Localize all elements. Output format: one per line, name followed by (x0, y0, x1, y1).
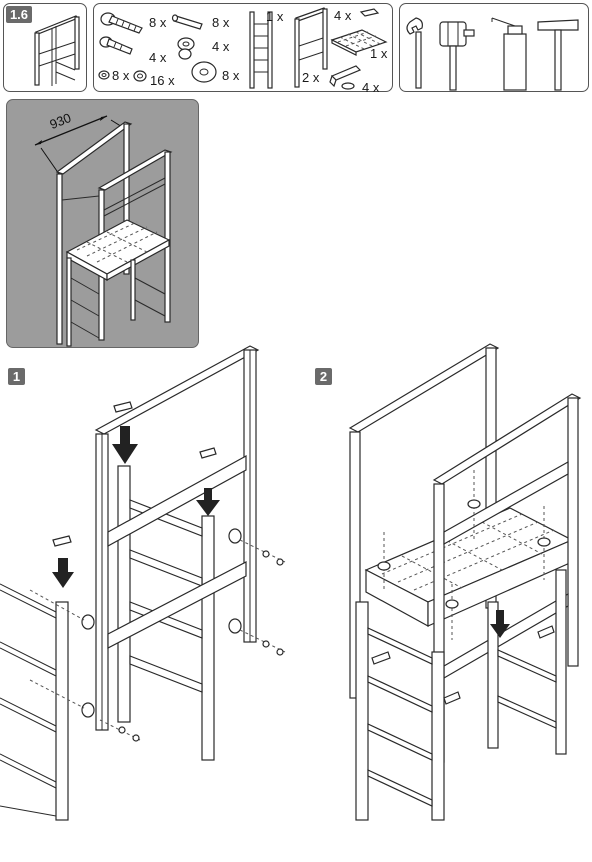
step-2-badge: 2 (315, 368, 332, 385)
step-1-frame (94, 345, 260, 731)
short-bolt-qty: 4 x (149, 50, 167, 65)
step-1-badge: 1 (8, 368, 25, 385)
caps-qty: 4 x (334, 8, 352, 23)
small-washer-icon (133, 70, 147, 82)
long-bolt-icon (100, 12, 143, 34)
railing-frame-icon (294, 7, 328, 88)
parts-illustrations: 8 x 4 x 8 x 16 x 8 x 4 x 8 x (98, 7, 388, 95)
clip-icon (341, 82, 355, 90)
clips-qty: 4 x (362, 80, 380, 95)
ladder-icon (249, 11, 273, 89)
step-2-fasteners (371, 470, 555, 705)
step-2-ladder-left (355, 601, 445, 821)
step-2-illustration (348, 343, 582, 821)
wrench-icon (406, 17, 423, 89)
short-bolt-icon (99, 36, 133, 55)
frame-thumbnail-panel: 1.6 (3, 3, 87, 92)
lock-nut-icon (177, 37, 195, 60)
spray-can-icon (491, 17, 527, 91)
long-bolt-qty: 8 x (149, 15, 167, 30)
step-1-arrows (112, 401, 220, 516)
parts-list-panel: 8 x 4 x 8 x 16 x 8 x 4 x 8 x (93, 3, 393, 95)
tools-panel (399, 3, 589, 92)
step-2-front-frame (432, 393, 582, 763)
step-2-back-frame (348, 343, 500, 699)
small-washer-qty: 16 x (150, 73, 175, 88)
brackets-qty: 2 x (302, 70, 320, 85)
large-washer-qty: 8 x (222, 68, 240, 83)
cap-icon (359, 8, 380, 17)
nut-icon (98, 70, 110, 80)
pin-icon (171, 14, 203, 30)
ladder-qty: 1 x (266, 9, 284, 24)
nut-qty: 8 x (112, 68, 130, 83)
step-1-arrow-left (52, 535, 74, 588)
overview-panel: 930 (6, 99, 199, 348)
step-1-left-ladder (0, 583, 69, 821)
step-1-fasteners (29, 528, 286, 742)
frame-thumbnail-illustration (34, 15, 80, 86)
step-2-ladder-right (487, 569, 567, 755)
section-badge: 1.6 (6, 6, 32, 23)
overview-illustration: 930 (34, 110, 173, 347)
tools-illustrations (406, 17, 579, 91)
dimension-label: 930 (48, 110, 74, 132)
grating-qty: 1 x (370, 46, 388, 61)
bracket-icon (329, 65, 362, 88)
lock-nut-qty: 4 x (212, 39, 230, 54)
hammer-icon (537, 19, 579, 91)
rubber-mallet-icon (439, 21, 475, 91)
pin-qty: 8 x (212, 15, 230, 30)
step-1-illustration (0, 345, 286, 821)
grating-icon (330, 29, 388, 56)
step-2-grating (364, 507, 574, 628)
large-washer-icon (191, 61, 217, 83)
